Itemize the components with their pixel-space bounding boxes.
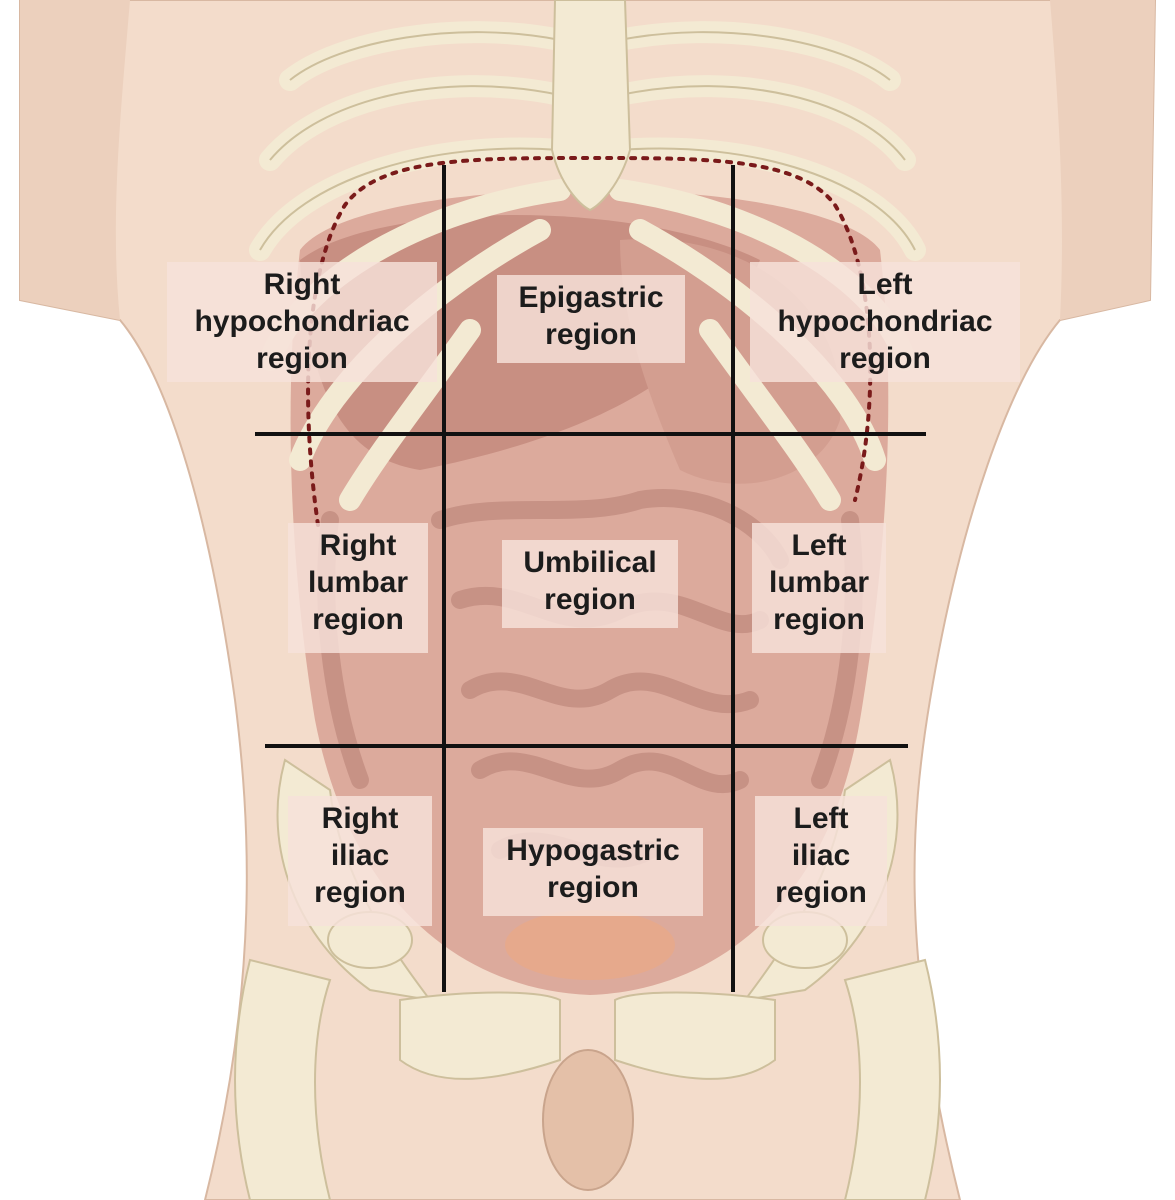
region-grid xyxy=(255,165,926,992)
left-arm-shadow xyxy=(20,0,130,320)
rib-outlines xyxy=(259,31,916,251)
label-left-iliac: Left iliac region xyxy=(755,796,887,926)
sternum xyxy=(550,0,632,212)
label-right-lumbar: Right lumbar region xyxy=(288,523,428,653)
label-left-lumbar: Left lumbar region xyxy=(752,523,886,653)
label-epigastric: Epigastric region xyxy=(497,275,685,363)
label-right-hypochondriac: Right hypochondriac region xyxy=(167,262,437,382)
label-left-hypochondriac: Left hypochondriac region xyxy=(750,262,1020,382)
label-right-iliac: Right iliac region xyxy=(288,796,432,926)
right-arm-shadow xyxy=(1050,0,1155,320)
bladder xyxy=(505,910,675,980)
genitals xyxy=(542,1049,634,1191)
label-hypogastric: Hypogastric region xyxy=(483,828,703,916)
label-umbilical: Umbilical region xyxy=(502,540,678,628)
